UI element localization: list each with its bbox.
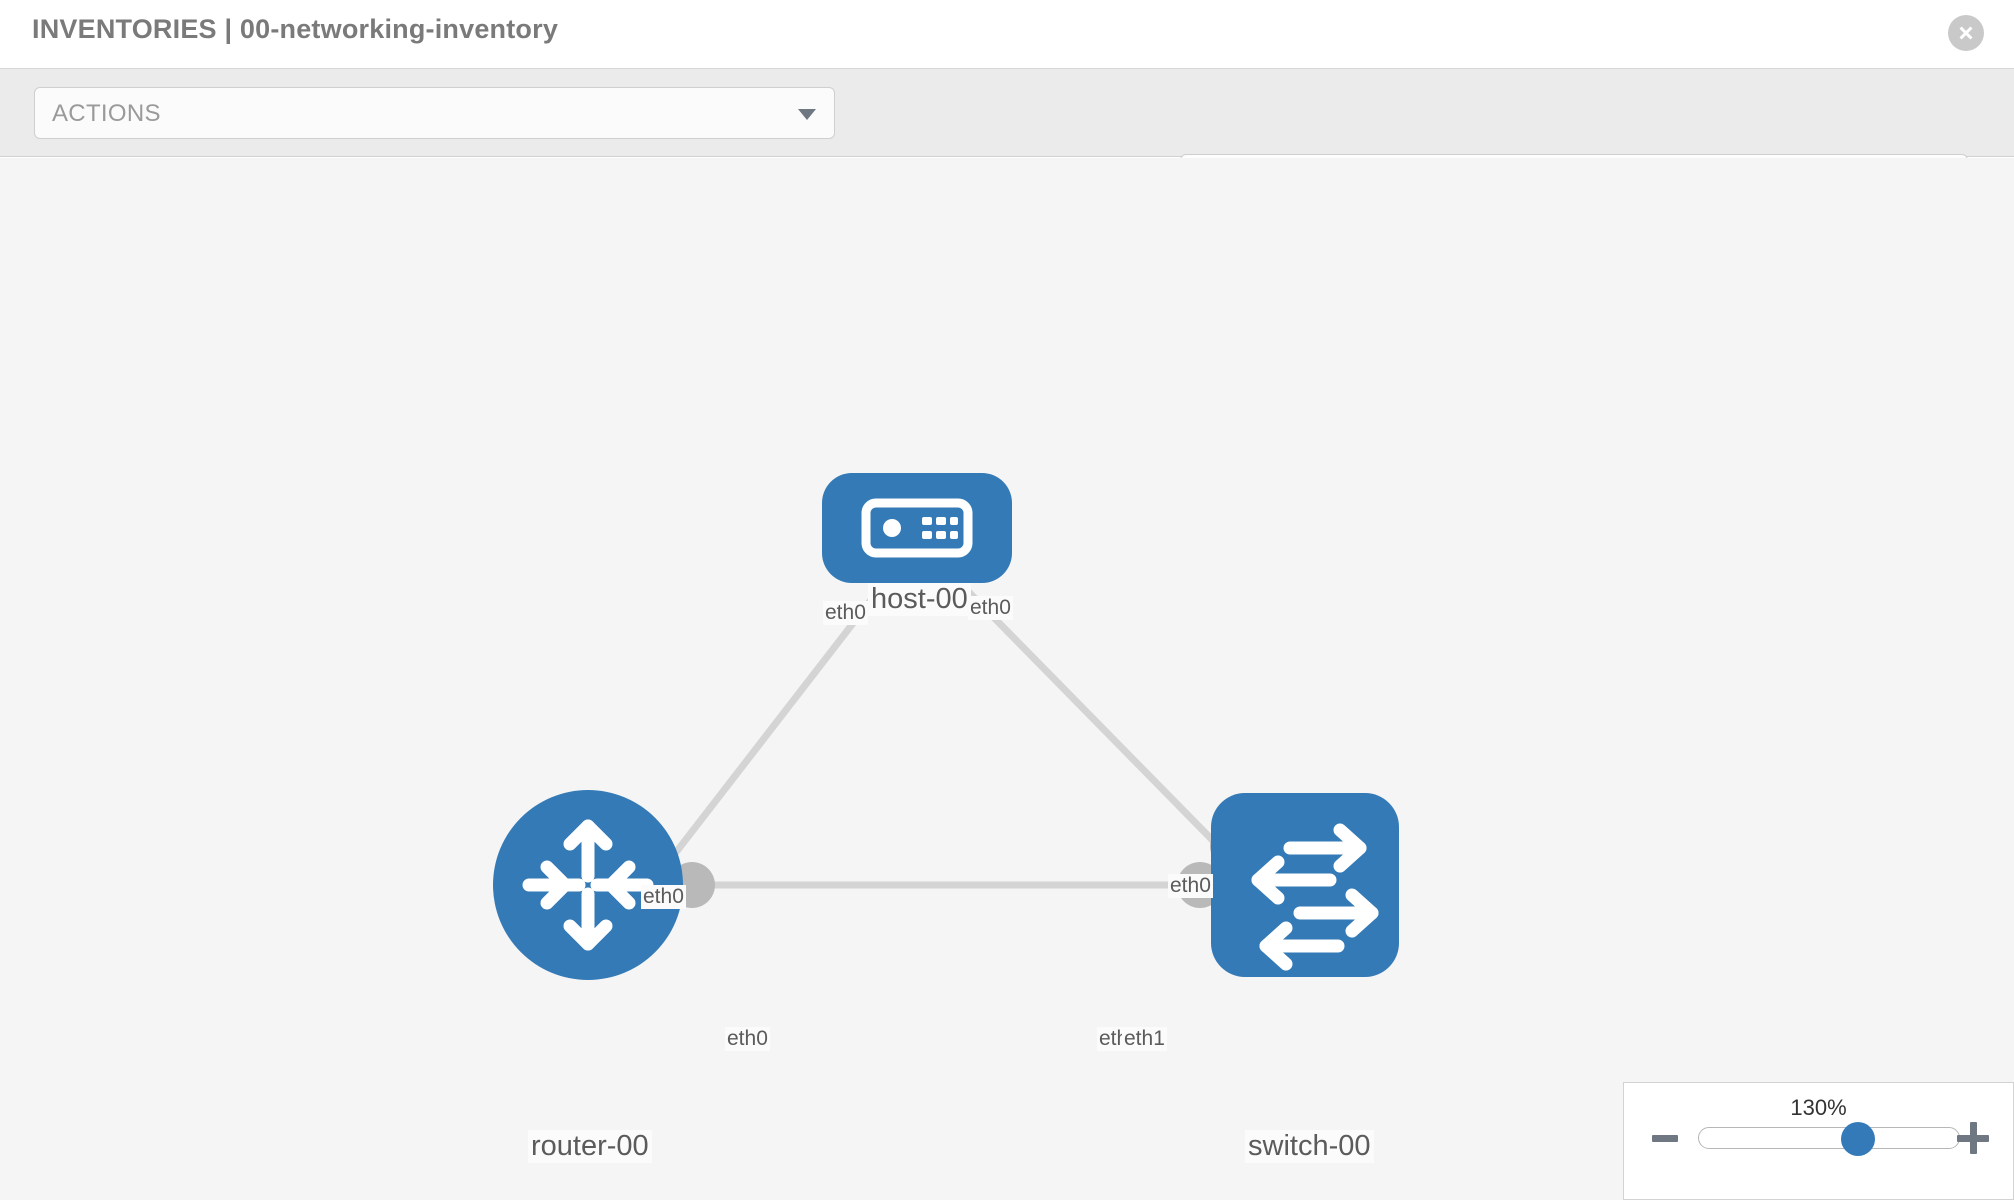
iface-label: eth0: [641, 885, 686, 909]
iface-label: eth0: [968, 596, 1013, 620]
actions-dropdown[interactable]: ACTIONS: [34, 87, 835, 139]
page-header: INVENTORIES | 00-networking-inventory: [0, 0, 2014, 69]
zoom-level-value: 130%: [1790, 1095, 1847, 1120]
chevron-down-icon: [798, 109, 816, 120]
plus-icon[interactable]: [1957, 1122, 1989, 1154]
iface-label: eth0: [1168, 874, 1213, 898]
node-label-host-00: host-00: [868, 583, 971, 616]
toolbar: ACTIONS SEARCH: [0, 69, 2014, 206]
link-host-router: [657, 575, 891, 876]
node-switch-00: [1211, 793, 1399, 977]
node-host-00: [822, 473, 1012, 583]
node-router-00: [493, 790, 683, 980]
close-icon[interactable]: [1948, 15, 1984, 51]
minus-icon[interactable]: [1652, 1135, 1678, 1142]
zoom-control-panel: 130%: [1623, 1082, 2014, 1200]
zoom-slider-thumb[interactable]: [1841, 1122, 1876, 1156]
link-host-switch: [952, 575, 1233, 861]
iface-label: eth1: [1122, 1027, 1167, 1051]
topology-canvas[interactable]: eth0 eth0 eth0 eth0 eth0 eth eth1 host-0…: [0, 158, 2014, 1200]
iface-label: eth0: [725, 1027, 770, 1051]
zoom-slider[interactable]: [1698, 1122, 1960, 1156]
iface-label: eth0: [823, 601, 868, 625]
node-label-router-00: router-00: [528, 1130, 652, 1163]
topology-links: [657, 575, 1233, 889]
actions-dropdown-label: ACTIONS: [52, 100, 161, 127]
topology-graph: eth0 eth0 eth0 eth0 eth0 eth eth1 host-0…: [0, 158, 2014, 1200]
page-title: INVENTORIES | 00-networking-inventory: [32, 14, 559, 44]
node-label-switch-00: switch-00: [1245, 1130, 1374, 1163]
